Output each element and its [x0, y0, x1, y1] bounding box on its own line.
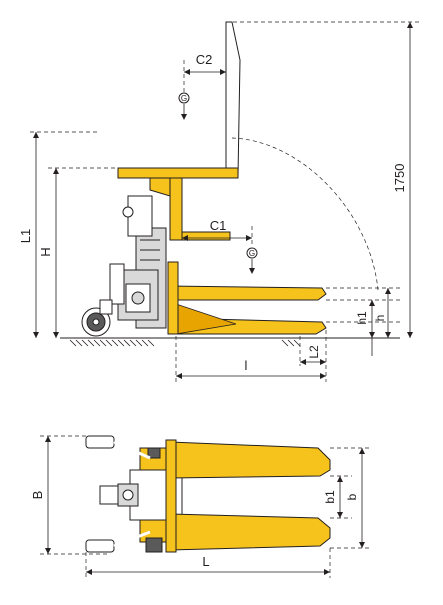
dim-l2: L2: [299, 336, 326, 366]
dim-c1: C1: [182, 218, 253, 246]
dim-h-total: H: [38, 167, 118, 338]
top-chassis: [99, 447, 167, 553]
h-total-label: H: [38, 247, 53, 256]
l-label: l: [245, 358, 248, 373]
top-forks: [165, 439, 331, 553]
dim-b1: b1: [323, 475, 352, 519]
handle: [92, 131, 122, 261]
lower-fork: [167, 261, 327, 335]
dim-1750: 1750: [226, 21, 420, 338]
swing-arc: [231, 137, 379, 291]
g-mid-label: G: [249, 249, 255, 258]
l2-label: L2: [307, 345, 321, 359]
h1-label: h1: [355, 311, 369, 325]
l-total-label: L: [202, 554, 209, 569]
l1-label: L1: [18, 229, 33, 243]
b-total-label: B: [30, 491, 45, 500]
b-label: b: [345, 493, 359, 500]
chassis: [109, 195, 167, 329]
mast: [225, 21, 241, 177]
side-view: G C2 C1 G: [18, 21, 420, 382]
top-view: B b1 b L: [30, 435, 372, 578]
upper-arm: [117, 167, 239, 241]
dim-l-total: L: [85, 548, 331, 578]
g-top-label: G: [181, 94, 187, 103]
dim-b-total: B: [30, 435, 110, 555]
c2-label: C2: [196, 52, 213, 67]
b1-label: b1: [323, 490, 337, 504]
dim-b: b: [330, 447, 372, 549]
wheel: [81, 299, 113, 337]
height-1750-label: 1750: [392, 164, 407, 193]
dim-l: l: [175, 330, 327, 382]
dim-c2: C2: [184, 52, 226, 75]
h-label: h: [373, 315, 387, 322]
c1-label: C1: [210, 218, 227, 233]
dim-l1: L1: [18, 131, 98, 338]
top-handle: [85, 435, 151, 553]
dim-h1-h: h1 h: [326, 287, 400, 356]
upper-fork: [167, 285, 327, 301]
ground-line: [60, 337, 400, 347]
center-of-gravity-mid: G: [246, 247, 258, 274]
center-of-gravity-top: G: [178, 60, 190, 120]
